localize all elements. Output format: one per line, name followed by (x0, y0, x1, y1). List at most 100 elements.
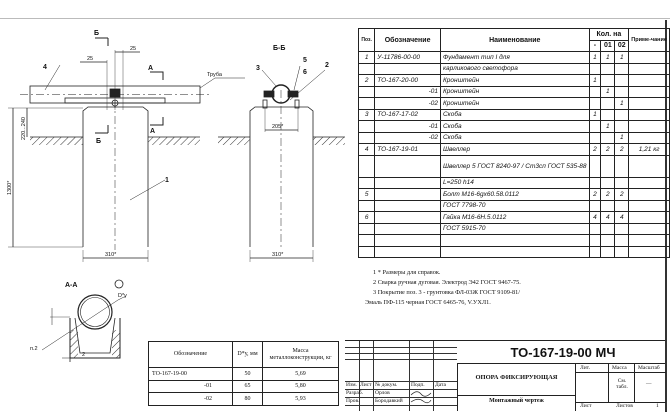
spec-cell-qty-base: 2 (588, 143, 602, 156)
dim-205: 205* (272, 124, 284, 130)
spec-cell-des (374, 188, 441, 201)
foundation-right (249, 106, 314, 247)
spec-cell-qty-01 (600, 97, 616, 110)
spec-cell-des: У-11786-00-00 (374, 51, 441, 64)
spec-cell-name (439, 245, 590, 258)
spec-cell-pos (357, 85, 376, 98)
spec-cell-qty-01: 1 (600, 85, 616, 98)
spec-cell-note (628, 245, 670, 258)
sheets-label: Листов (616, 403, 633, 409)
spec-cell-name: Кронштейн (439, 85, 590, 98)
spec-cell-qty-01 (600, 199, 616, 212)
spec-cell-pos (357, 199, 376, 212)
spec-cell-des (374, 176, 441, 189)
mass-cell: -01 (148, 379, 233, 393)
spec-cell-note: 1,21 кг (628, 143, 670, 156)
title-meta: Лит. Масса Масштаб См. табл. — Лист Лист… (575, 363, 666, 411)
spec-cell-pos (357, 176, 376, 189)
spec-cell-des: -02 (374, 97, 441, 110)
spec-cell-pos: 4 (357, 143, 376, 156)
spec-cell-note (628, 62, 670, 75)
spec-cell-qty-base: 2 (588, 188, 602, 201)
mass-cell: -02 (148, 392, 233, 406)
spec-cell-name (439, 234, 590, 247)
pipe-label: Труба (207, 72, 223, 78)
title-block: Изм. Лист № докум. Подп. Дата Разраб. Ор… (345, 340, 666, 411)
assembly-drawing: Б Б А А Б-Б А-А 4 1 3 2 5 6 Труба 25 25 … (7, 30, 345, 362)
spec-cell-name: Фундамент тип I для (439, 51, 590, 64)
signatures (410, 391, 432, 404)
spec-cell-pos (357, 131, 376, 144)
header-note: Приме-чание (628, 28, 670, 52)
dim-2: 2 (82, 352, 85, 358)
spec-cell-des (374, 245, 441, 258)
spec-cell-name: Скоба (439, 120, 590, 133)
spec-cell-qty-base (588, 120, 602, 133)
spec-cell-des: -02 (374, 131, 441, 144)
spec-cell-qty-02 (614, 85, 630, 98)
scale-label: Масштаб (638, 365, 660, 371)
spec-cell-name: Скоба (439, 108, 590, 121)
developer-name: Орлов (375, 390, 390, 396)
spec-cell-qty-01 (600, 154, 616, 178)
spec-cell-qty-01 (600, 108, 616, 121)
spec-cell-name: Кронштейн (439, 97, 590, 110)
mass-label: Масса (612, 365, 627, 371)
foundation-left (82, 106, 149, 247)
drawing-code: ТО-167-19-00 МЧ (510, 345, 616, 360)
mass-value: См. табл. (616, 378, 628, 390)
spec-cell-qty-base (588, 97, 602, 110)
spec-cell-note (628, 85, 670, 98)
spec-cell-qty-02: 1 (614, 131, 630, 144)
spec-cell-pos (357, 97, 376, 110)
spec-cell-qty-base (588, 176, 602, 189)
spec-cell-des: ТО-167-17-02 (374, 108, 441, 121)
spec-cell-qty-01 (600, 176, 616, 189)
mass-cell: 50 (232, 367, 263, 381)
dim-310-left: 310* (105, 252, 117, 258)
weld-label: п.2 (30, 346, 38, 352)
mass-header-designation: Обозначение (148, 341, 233, 368)
spec-cell-des: ТО-167-19-01 (374, 143, 441, 156)
spec-row (357, 234, 670, 247)
spec-cell-note (628, 154, 670, 178)
checker-name: Бородавкий (375, 398, 403, 404)
technical-notes: 1 * Размеры для справок. 2 Сварка ручная… (365, 268, 521, 308)
frame-top-line (0, 18, 670, 19)
spec-cell-note (628, 199, 670, 212)
section-bb-label: Б-Б (273, 45, 285, 52)
spec-cell-qty-base: 4 (588, 211, 602, 224)
spec-cell-qty-base (588, 222, 602, 235)
spec-cell-pos: 3 (357, 108, 376, 121)
header-pos: Поз. (357, 28, 376, 52)
spec-cell-qty-01 (600, 62, 616, 75)
dim-310-right: 310* (272, 252, 284, 258)
spec-cell-pos (357, 245, 376, 258)
dim-d: D*у (118, 293, 127, 299)
spec-cell-des (374, 222, 441, 235)
note-2: 2 Сварка ручная дуговая. Электрод Э42 ГО… (373, 279, 521, 286)
title-cell: ОПОРА ФИКСИРУЮЩАЯ Монтажный чертеж (457, 363, 575, 411)
drawing-title: ОПОРА ФИКСИРУЮЩАЯ (475, 374, 558, 381)
spec-cell-name: Кронштейн (439, 74, 590, 87)
spec-cell-qty-base: 1 (588, 74, 602, 87)
spec-cell-note (628, 74, 670, 87)
spec-cell-qty-02 (614, 62, 630, 75)
spec-cell-note (628, 176, 670, 189)
spec-cell-des (374, 199, 441, 212)
spec-cell-qty-base (588, 199, 602, 212)
spec-cell-qty-02 (614, 199, 630, 212)
sheets-value: 1 (656, 403, 659, 409)
spec-cell-note (628, 108, 670, 121)
header-qty: Кол. на (588, 28, 630, 41)
spec-cell-des: -01 (374, 85, 441, 98)
spec-row (357, 245, 670, 258)
spec-row: ГОСТ 5915-70 (357, 222, 670, 235)
